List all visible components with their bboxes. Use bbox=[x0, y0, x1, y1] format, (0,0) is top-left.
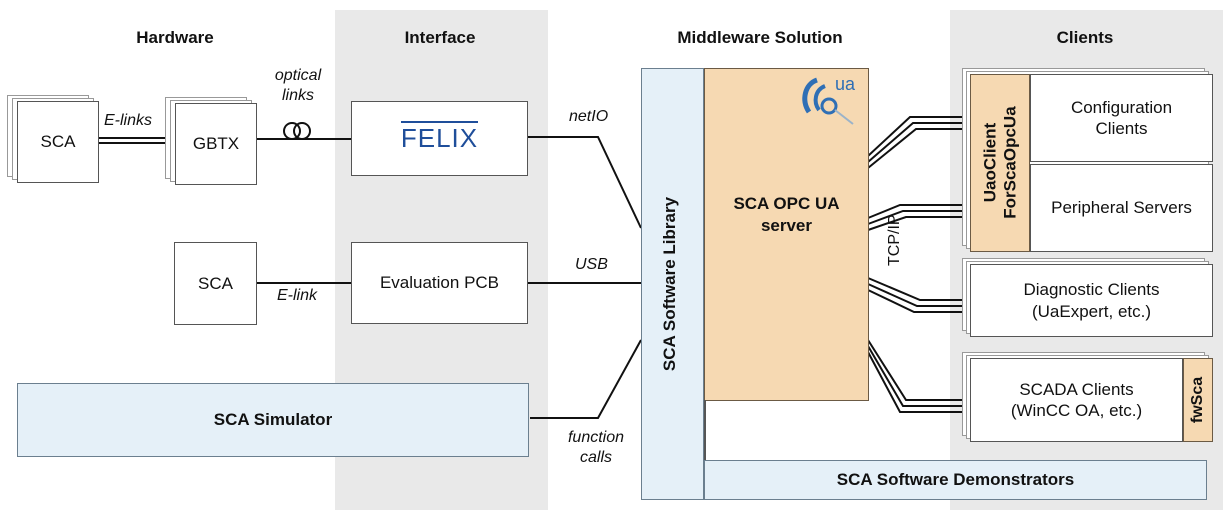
diagnostic-clients-label: Diagnostic Clients (UaExpert, etc.) bbox=[1023, 280, 1160, 321]
software-demonstrators-box: SCA Software Demonstrators bbox=[704, 460, 1207, 500]
software-demonstrators-label: SCA Software Demonstrators bbox=[836, 470, 1075, 489]
sca-mid-box: SCA bbox=[174, 242, 257, 325]
felix-logo: FELIX bbox=[400, 121, 479, 154]
sca-simulator-box: SCA Simulator bbox=[17, 383, 529, 457]
tcpip-label: TCP/IP bbox=[886, 214, 903, 266]
diagnostic-clients-box: Diagnostic Clients (UaExpert, etc.) bbox=[970, 264, 1213, 337]
header-middleware: Middleware Solution bbox=[677, 28, 843, 47]
felix-box: FELIX bbox=[351, 101, 528, 176]
scada-clients-box: SCADA Clients (WinCC OA, etc.) bbox=[970, 358, 1183, 442]
fwsca-label: fwSca bbox=[1189, 376, 1206, 424]
evaluation-pcb-label: Evaluation PCB bbox=[379, 273, 500, 292]
header-clients: Clients bbox=[1056, 28, 1114, 47]
scada-clients-label: SCADA Clients (WinCC OA, etc.) bbox=[1010, 379, 1143, 420]
software-library-box bbox=[641, 68, 704, 500]
gbtx-label: GBTX bbox=[192, 134, 240, 153]
sca-top-box: SCA bbox=[17, 101, 99, 183]
header-interface: Interface bbox=[404, 28, 476, 47]
sca-simulator-label: SCA Simulator bbox=[213, 410, 333, 429]
uao-client-box: UaoClient ForScaOpcUa bbox=[970, 74, 1030, 252]
ua-logo-icon: ua bbox=[795, 74, 861, 132]
header-hardware: Hardware bbox=[136, 28, 214, 47]
function-calls-label: function calls bbox=[567, 429, 625, 466]
felix-logo-text: FELIX bbox=[400, 121, 479, 153]
e-links-label: E-links bbox=[104, 112, 153, 129]
ua-logo-text: ua bbox=[835, 74, 856, 94]
server-demo-divider bbox=[704, 400, 706, 460]
configuration-clients-label: Configuration Clients bbox=[1070, 97, 1173, 138]
gbtx-box: GBTX bbox=[175, 103, 257, 185]
sca-top-label: SCA bbox=[40, 132, 76, 151]
evaluation-pcb-box: Evaluation PCB bbox=[351, 242, 528, 324]
configuration-clients-box: Configuration Clients bbox=[1030, 74, 1213, 162]
fwsca-box: fwSca bbox=[1183, 358, 1213, 442]
e-link-label: E-link bbox=[277, 287, 318, 304]
uao-client-label: UaoClient ForScaOpcUa bbox=[980, 106, 1019, 220]
opc-ua-server-box: SCA OPC UA server bbox=[704, 68, 869, 401]
usb-label: USB bbox=[575, 256, 608, 273]
netio-label: netIO bbox=[569, 108, 609, 125]
opc-ua-server-label: SCA OPC UA server bbox=[733, 194, 840, 235]
optical-links-label: optical links bbox=[274, 67, 322, 104]
peripheral-servers-label: Peripheral Servers bbox=[1051, 198, 1192, 217]
software-library-label: SCA Software Library bbox=[660, 196, 679, 372]
sca-mid-label: SCA bbox=[198, 273, 233, 293]
peripheral-servers-box: Peripheral Servers bbox=[1030, 164, 1213, 252]
